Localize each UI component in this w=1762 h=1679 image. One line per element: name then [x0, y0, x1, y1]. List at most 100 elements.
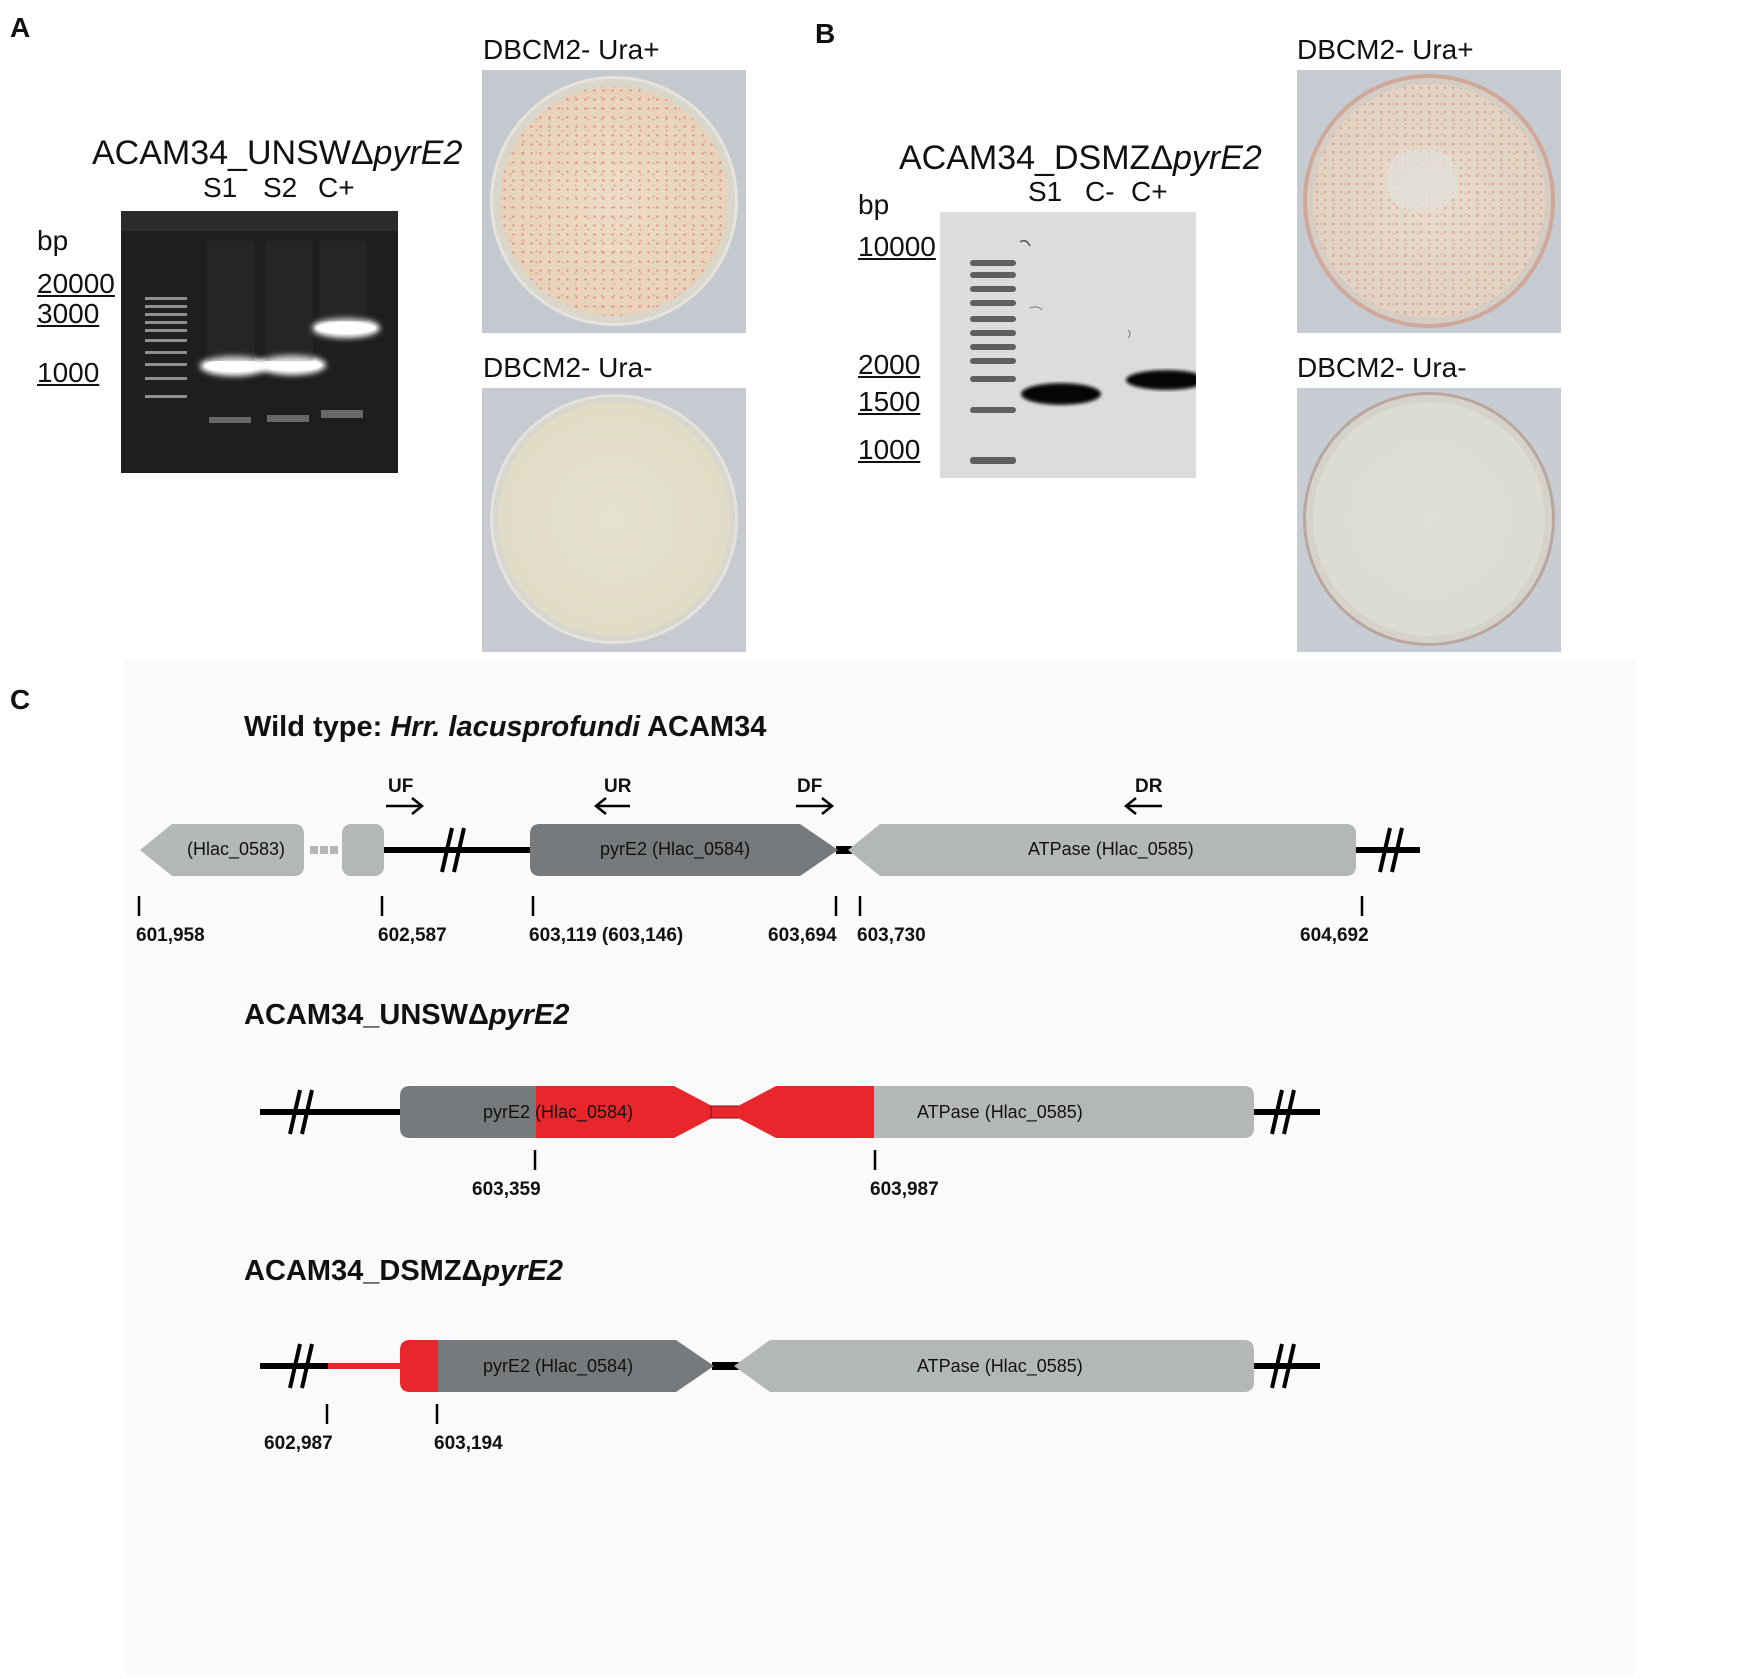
wt-coord-602587: 602,587	[378, 925, 447, 946]
gel-b-lane-s1: S1	[1028, 176, 1063, 207]
gel-a-ladder-bands	[145, 297, 187, 398]
gel-b-ladder-1500: 1500	[858, 386, 921, 417]
wt-coord-603730: 603,730	[857, 925, 926, 946]
dsmz-pyre2	[438, 1340, 714, 1392]
gel-b-ladder-bands	[970, 260, 1016, 464]
dsmz-break-left	[288, 1343, 314, 1389]
unsw-pyre2-remaining	[400, 1086, 536, 1138]
unsw-break-right	[1270, 1089, 1296, 1135]
gene-atpase-label: ATPase (Hlac_0585)	[1028, 839, 1194, 859]
unsw-coord-603359: 603,359	[472, 1179, 541, 1200]
unsw-pyre2-label: pyrE2 (Hlac_0584)	[483, 1102, 633, 1123]
unsw-title-prefix: ACAM34_UNSWΔ	[244, 999, 489, 1031]
unsw-atpase-label: ATPase (Hlac_0585)	[917, 1102, 1083, 1122]
primer-ur-arrow	[593, 797, 630, 815]
gene-pyre2-label: pyrE2 (Hlac_0584)	[600, 839, 751, 859]
gel-a-lane-s2: S2	[263, 172, 298, 203]
gel-b-title-prefix: ACAM34_DSMZΔ	[899, 139, 1173, 177]
gel-a-title-gene: pyrE2	[373, 134, 463, 172]
panel-c-letter: C	[10, 684, 31, 715]
gel-b-image	[940, 212, 1196, 478]
primer-df-arrow	[796, 797, 835, 815]
gel-a-lane-cpos: C+	[318, 172, 355, 203]
unsw-deleted-region-left	[536, 1086, 712, 1138]
gel-a-title: ACAM34_UNSWΔpyrE2	[92, 134, 462, 173]
panel-b-letter: B	[815, 18, 836, 49]
plate-a-bottom-label: DBCM2- Ura-	[483, 352, 653, 383]
unsw-coord-ticks	[533, 1150, 877, 1170]
gel-a-ladder-20000: 20000	[37, 268, 115, 299]
dsmz-atpase	[734, 1340, 1254, 1392]
dsmz-coord-603194: 603,194	[434, 1433, 503, 1454]
gel-b-bp-label: bp	[858, 189, 890, 220]
panel-a-letter: A	[10, 12, 31, 43]
dsmz-break-right	[1270, 1343, 1296, 1389]
gene-hlac0583-label: (Hlac_0583)	[187, 839, 286, 859]
gel-a-title-prefix: ACAM34_UNSWΔ	[92, 134, 374, 172]
plate-b-top-label: DBCM2- Ura+	[1297, 34, 1474, 65]
primer-dr-label: DR	[1135, 776, 1163, 797]
wt-title-strain: ACAM34	[640, 711, 767, 743]
wt-break-right	[1378, 827, 1404, 873]
gel-b-product-bands	[1021, 370, 1196, 405]
wt-coord-603694: 603,694	[768, 925, 837, 946]
gel-b-ladder-2000: 2000	[858, 349, 921, 380]
gel-a-ladder-3000: 3000	[37, 298, 100, 329]
wt-break-left	[440, 827, 466, 873]
dsmz-deleted-start	[400, 1340, 438, 1392]
dsmz-gene-map	[260, 1340, 1320, 1424]
dsmz-title-gene: pyrE2	[482, 1255, 563, 1287]
dsmz-coord-ticks	[325, 1404, 439, 1424]
plate-a-top-photo	[482, 70, 746, 333]
gene-hlac0583	[140, 824, 304, 876]
wt-title-species: Hrr. lacusprofundi	[390, 711, 641, 743]
dsmz-coord-602987: 602,987	[264, 1433, 333, 1454]
primer-dr-arrow	[1123, 797, 1162, 815]
unsw-deleted-intergenic	[710, 1105, 740, 1119]
gel-b-ladder-10000: 10000	[858, 231, 936, 262]
wt-title: Wild type: Hrr. lacusprofundi ACAM34	[244, 711, 766, 744]
gel-b-title: ACAM34_DSMZΔpyrE2	[899, 139, 1262, 178]
dsmz-title: ACAM34_DSMZΔpyrE2	[244, 1255, 563, 1288]
wt-title-bold: Wild type:	[244, 711, 391, 743]
dsmz-atpase-label: ATPase (Hlac_0585)	[917, 1356, 1083, 1376]
dsmz-pyre2-label: pyrE2 (Hlac_0584)	[483, 1356, 634, 1376]
gel-a-product-bands	[200, 318, 380, 376]
gel-a-bp-label: bp	[37, 225, 69, 256]
wt-coord-603119: 603,119 (603,146)	[529, 925, 684, 946]
gene-pyre2	[530, 824, 838, 876]
wt-coord-604692: 604,692	[1300, 925, 1369, 946]
plate-b-bottom-label: DBCM2- Ura-	[1297, 352, 1467, 383]
gel-b-ladder-1000: 1000	[858, 434, 921, 465]
unsw-gene-map	[260, 1086, 1320, 1170]
wt-coord-601958: 601,958	[136, 925, 205, 946]
primer-ur-label: UR	[604, 776, 632, 797]
gel-a-lane-s1: S1	[203, 172, 238, 203]
dsmz-title-prefix: ACAM34_DSMZΔ	[244, 1255, 483, 1287]
unsw-pyre2-label-b: (Hlac_0584)	[530, 1102, 634, 1122]
gene-atpase	[848, 824, 1356, 876]
unsw-deleted-region-right	[738, 1086, 874, 1138]
plate-a-top-label: DBCM2- Ura+	[483, 34, 660, 65]
wt-coord-ticks	[137, 896, 1364, 916]
primer-df-label: DF	[797, 776, 823, 797]
wt-gene-map	[137, 797, 1420, 916]
gene-hlac0583-continuation	[342, 824, 384, 876]
unsw-break-left	[288, 1089, 314, 1135]
gel-a-ladder-1000: 1000	[37, 357, 100, 388]
gel-b-lane-cpos: C+	[1131, 176, 1168, 207]
gene-hlac0583-ellipsis	[310, 846, 338, 854]
gel-b-lane-cneg: C-	[1085, 176, 1115, 207]
unsw-pyre2-label-a: pyrE2	[483, 1102, 531, 1122]
plate-b-top-photo	[1297, 70, 1561, 333]
unsw-atpase	[874, 1086, 1254, 1138]
primer-uf-arrow	[386, 797, 425, 815]
gel-a-image	[121, 211, 398, 473]
primer-uf-label: UF	[388, 776, 414, 797]
plate-b-bottom-photo	[1297, 388, 1561, 652]
gel-b-title-gene: pyrE2	[1173, 139, 1262, 177]
unsw-coord-603987: 603,987	[870, 1179, 939, 1200]
unsw-title: ACAM34_UNSWΔpyrE2	[244, 999, 569, 1032]
plate-a-bottom-photo	[482, 388, 746, 652]
unsw-title-gene: pyrE2	[488, 999, 570, 1031]
